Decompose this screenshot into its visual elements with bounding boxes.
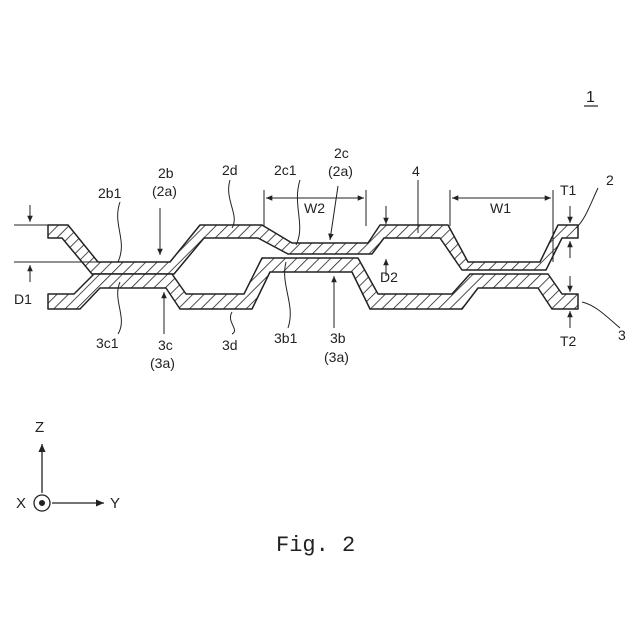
label-3b-paren: (3a): [324, 349, 349, 365]
label-3c: 3c: [158, 337, 173, 353]
label-2: 2: [606, 172, 614, 188]
label-2b1: 2b1: [98, 185, 122, 201]
label-4: 4: [412, 163, 420, 179]
label-2c: 2c: [334, 145, 349, 161]
label-T2: T2: [560, 333, 577, 349]
label-3b: 3b: [330, 330, 346, 346]
label-W2: W2: [304, 200, 325, 216]
axis-x-label: X: [16, 495, 26, 512]
label-3: 3: [618, 327, 626, 343]
label-2c-paren: (2a): [328, 163, 353, 179]
label-2b-paren: (2a): [152, 183, 177, 199]
figure-caption: Fig. 2: [276, 533, 355, 558]
label-D1: D1: [14, 291, 32, 307]
label-3c-paren: (3a): [150, 355, 175, 371]
dimension-d1: [14, 205, 98, 282]
axis-indicator: [34, 444, 104, 511]
axis-y-label: Y: [110, 495, 120, 512]
label-T1: T1: [560, 182, 577, 198]
label-2c1: 2c1: [274, 162, 297, 178]
label-2b: 2b: [158, 165, 174, 181]
label-W1: W1: [490, 200, 511, 216]
axis-z-label: Z: [35, 419, 44, 436]
label-2d: 2d: [222, 162, 238, 178]
figure-number: 1: [586, 89, 595, 106]
label-3d: 3d: [222, 337, 238, 353]
label-D2: D2: [380, 269, 398, 285]
label-3b1: 3b1: [274, 330, 298, 346]
label-3c1: 3c1: [96, 335, 119, 351]
